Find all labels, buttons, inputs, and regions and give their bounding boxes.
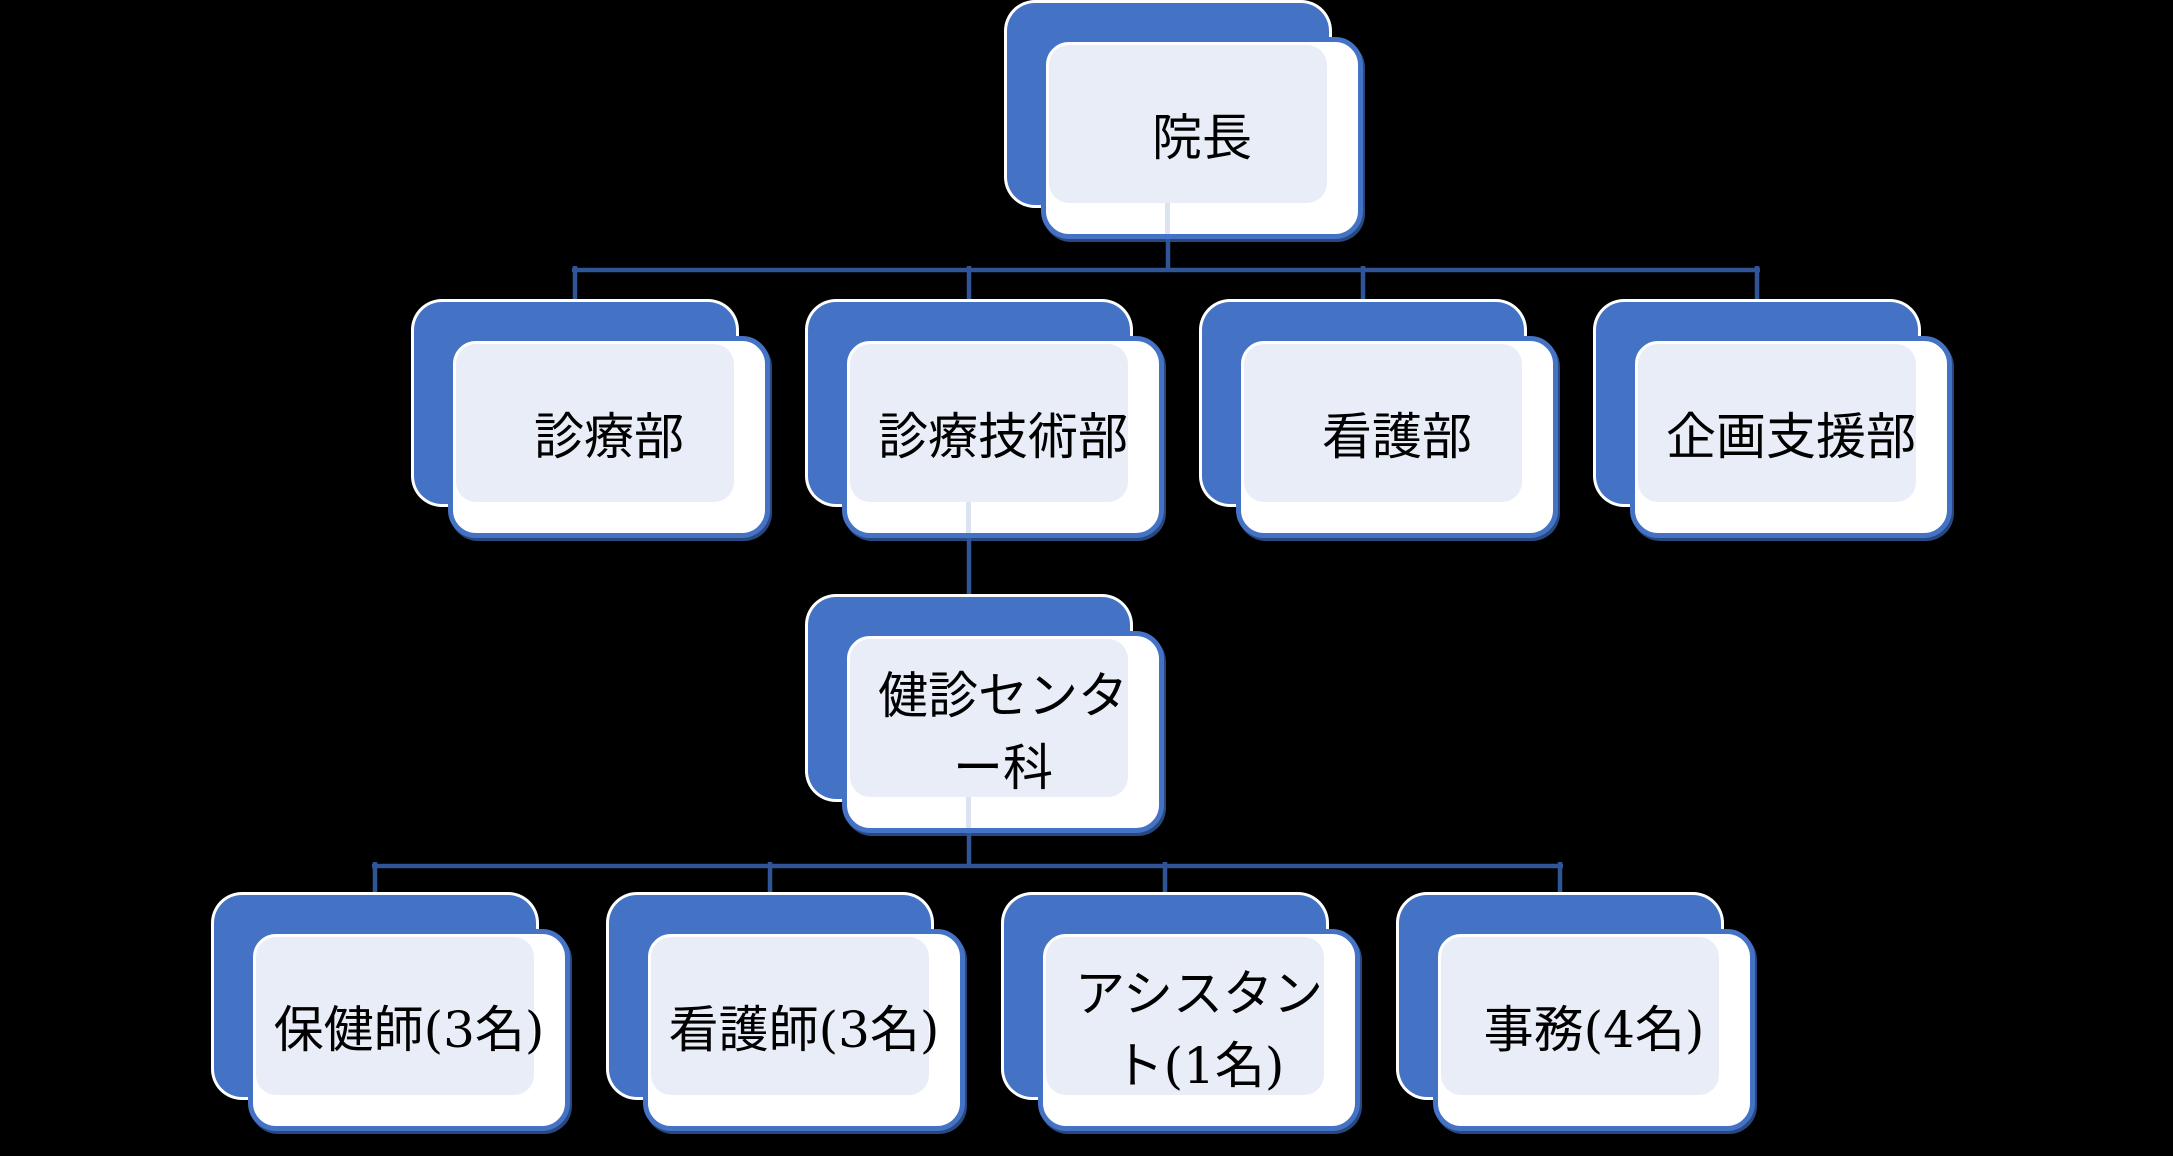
node-label: アシスタン ト(1名) <box>1043 934 1355 1126</box>
node-label: 事務(4名) <box>1438 934 1750 1126</box>
node-card: アシスタン ト(1名) <box>1038 929 1360 1131</box>
org-node-checkup-center[interactable]: 健診センタ ー科 <box>808 597 1164 833</box>
node-label-line: 健診センタ <box>878 667 1128 725</box>
node-card: 健診センタ ー科 <box>842 631 1164 833</box>
node-card: 看護部 <box>1236 336 1558 538</box>
node-label-line: 看護部 <box>1322 408 1472 466</box>
org-node-health-nurses[interactable]: 保健師(3名) <box>214 895 570 1131</box>
node-label: 看護部 <box>1241 341 1553 533</box>
node-label-line: 事務(4名) <box>1483 1001 1705 1059</box>
node-card-inner <box>256 937 534 1095</box>
node-card-inner <box>1046 937 1324 1095</box>
node-card-inner <box>850 639 1128 797</box>
node-label-line: 診療部 <box>534 408 684 466</box>
node-card: 診療技術部 <box>842 336 1164 538</box>
node-card-inner <box>1049 45 1327 203</box>
org-node-planning-support-dept[interactable]: 企画支援部 <box>1596 302 1952 538</box>
node-label: 保健師(3名) <box>253 934 565 1126</box>
node-card: 看護師(3名) <box>643 929 965 1131</box>
org-node-clerical[interactable]: 事務(4名) <box>1399 895 1755 1131</box>
org-node-medical-dept[interactable]: 診療部 <box>414 302 770 538</box>
node-card-inner <box>1638 344 1916 502</box>
node-label-line: ー科 <box>953 739 1053 797</box>
node-label: 健診センタ ー科 <box>847 636 1159 828</box>
node-label-line: 企画支援部 <box>1666 408 1916 466</box>
connector-passthrough <box>966 797 971 828</box>
node-label-line: アシスタン <box>1075 965 1323 1023</box>
node-label-line: 保健師(3名) <box>273 1001 545 1059</box>
node-label-line: 院長 <box>1152 109 1252 167</box>
node-card-inner <box>456 344 734 502</box>
connector-passthrough <box>966 502 971 533</box>
node-label: 診療部 <box>453 341 765 533</box>
connector-passthrough <box>1165 203 1170 234</box>
org-node-director[interactable]: 院長 <box>1007 3 1363 239</box>
node-label-line: 診療技術部 <box>878 408 1128 466</box>
node-card: 保健師(3名) <box>248 929 570 1131</box>
node-label-line: 看護師(3名) <box>668 1001 940 1059</box>
node-label: 院長 <box>1046 42 1358 234</box>
node-card-inner <box>1244 344 1522 502</box>
node-card: 企画支援部 <box>1630 336 1952 538</box>
node-card-inner <box>850 344 1128 502</box>
node-card-inner <box>1441 937 1719 1095</box>
org-node-assistant[interactable]: アシスタン ト(1名) <box>1004 895 1360 1131</box>
org-node-medical-tech-dept[interactable]: 診療技術部 <box>808 302 1164 538</box>
node-card: 院長 <box>1041 37 1363 239</box>
node-label: 診療技術部 <box>847 341 1159 533</box>
org-node-nurses[interactable]: 看護師(3名) <box>609 895 965 1131</box>
node-label-line: ト(1名) <box>1113 1037 1285 1095</box>
node-card: 事務(4名) <box>1433 929 1755 1131</box>
node-label: 企画支援部 <box>1635 341 1947 533</box>
node-card: 診療部 <box>448 336 770 538</box>
node-label: 看護師(3名) <box>648 934 960 1126</box>
node-card-inner <box>651 937 929 1095</box>
org-node-nursing-dept[interactable]: 看護部 <box>1202 302 1558 538</box>
